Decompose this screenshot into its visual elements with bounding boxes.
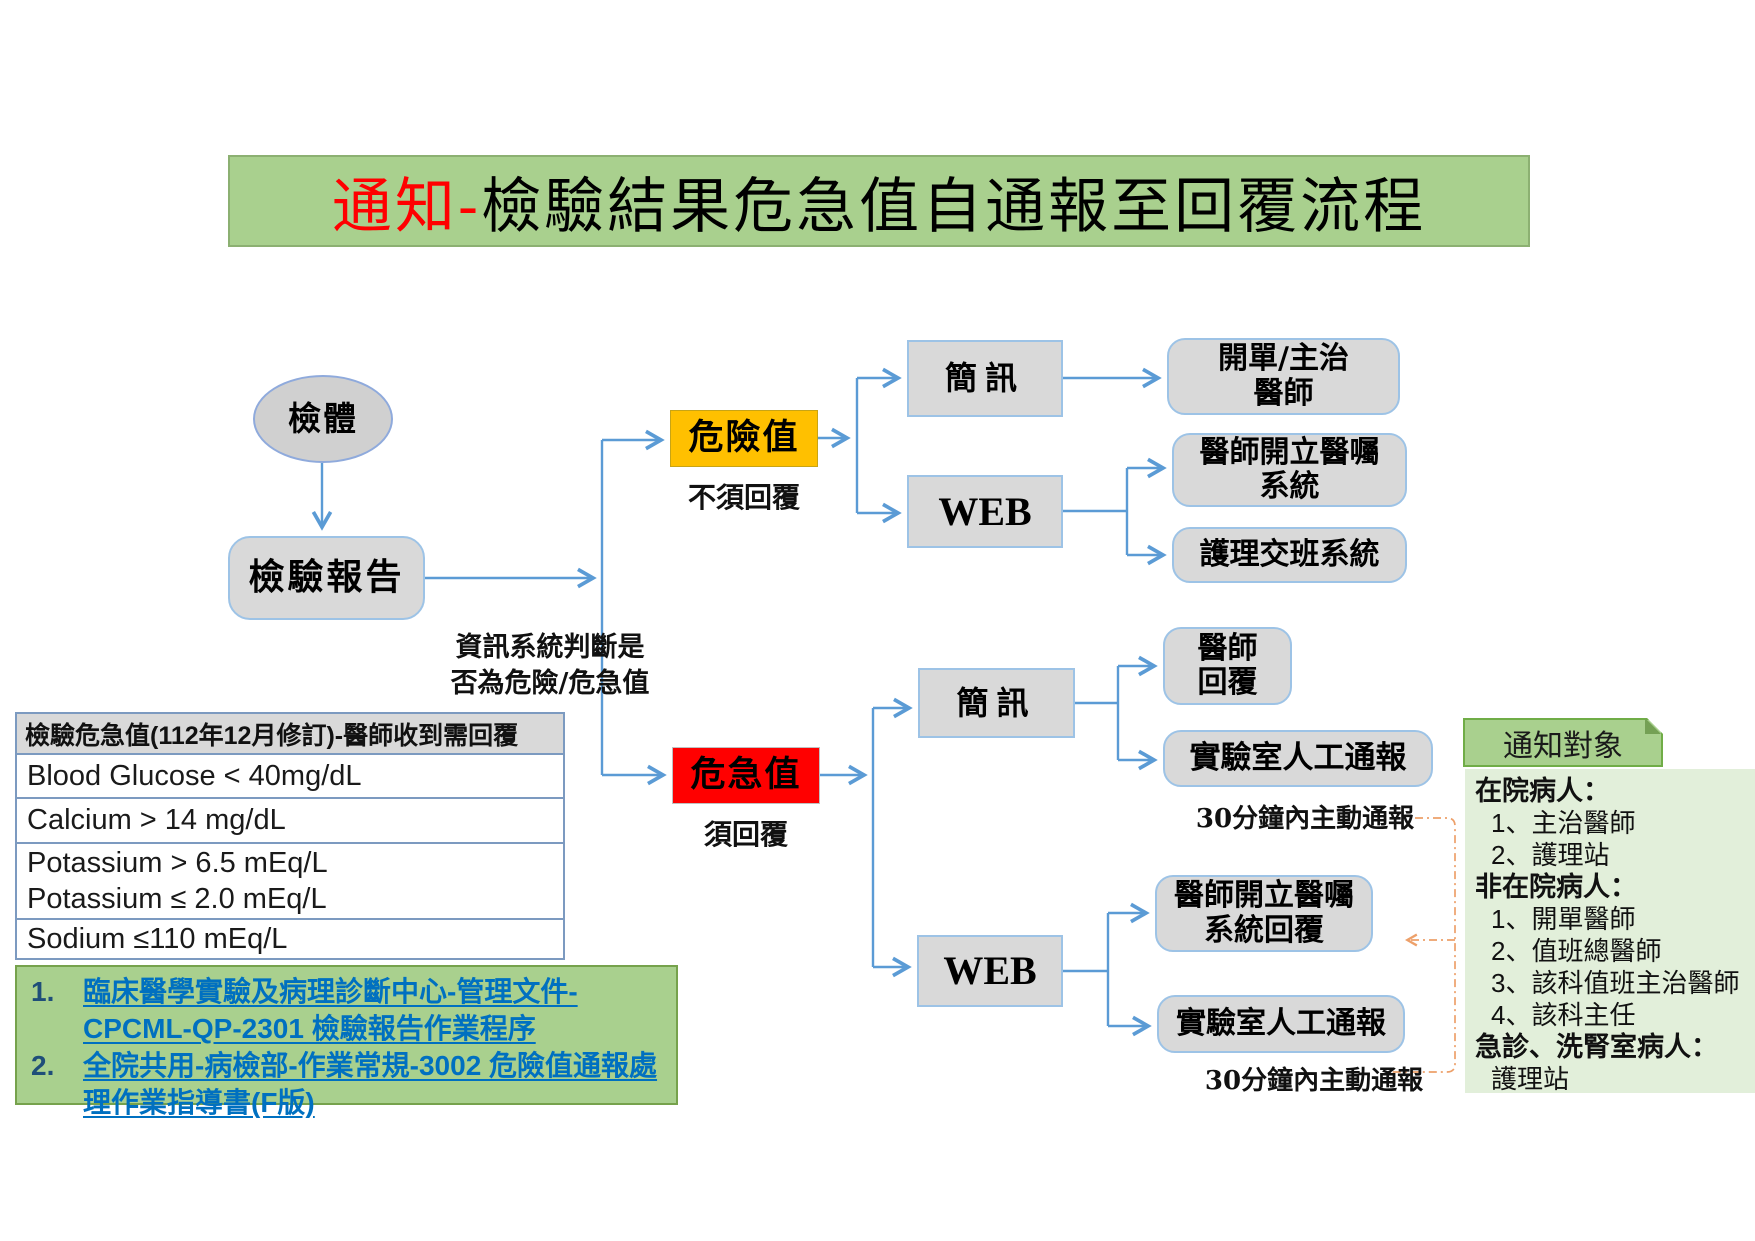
node-danger-value-label: 危險值	[688, 417, 800, 459]
node-critical-value: 危急值	[672, 747, 820, 804]
node-nursing-handover-label: 護理交班系統	[1199, 536, 1380, 572]
node-physician-order-system: 醫師開立醫囑 系統	[1172, 433, 1407, 507]
slide-title: 通知-檢驗結果危急值自通報至回覆流程	[228, 155, 1530, 247]
node-lab-report: 檢驗報告	[228, 536, 425, 620]
node-web-critical: WEB	[917, 935, 1063, 1007]
node-web-danger-label: WEB	[938, 488, 1032, 534]
table-cell-calcium: Calcium > 14 mg/dL	[27, 804, 286, 836]
node-ordering-attending-line1: 開單/主治	[1218, 341, 1349, 376]
table-row-calcium: Calcium > 14 mg/dL	[17, 799, 563, 844]
node-physician-order-system-line2: 系統	[1259, 469, 1320, 504]
notify-group-inpatient: 在院病人：	[1475, 776, 1610, 806]
note-system-judgement: 資訊系統判斷是 否為危險/危急值	[398, 630, 702, 702]
node-lab-report-label: 檢驗報告	[248, 556, 405, 599]
note-no-reply-needed: 不須回覆	[687, 481, 800, 514]
table-row-sodium: Sodium ≤110 mEq/L	[17, 920, 563, 958]
table-row-potassium: Potassium > 6.5 mEq/L Potassium ≤ 2.0 mE…	[17, 844, 563, 920]
node-sms-danger-label: 簡訊	[944, 359, 1025, 398]
reference-1-link[interactable]: 臨床醫學實驗及病理診斷中心-管理文件-CPCML-QP-2301 檢驗報告作業程…	[83, 976, 578, 1044]
node-web-critical-label: WEB	[943, 948, 1037, 993]
node-lab-manual-notify-sms: 實驗室人工通報	[1163, 730, 1433, 787]
node-order-system-reply: 醫師開立醫囑 系統回覆	[1155, 875, 1373, 952]
table-cell-potassium-high: Potassium > 6.5 mEq/L	[27, 847, 328, 879]
node-lab-manual-notify-web: 實驗室人工通報	[1157, 995, 1405, 1053]
reference-2-link[interactable]: 全院共用-病檢部-作業常規-3002 危險值通報處理作業指導書(F版)	[83, 1050, 658, 1118]
note-30min-notify-sms: 30分鐘內主動通報	[1195, 804, 1415, 834]
node-sms-critical-label: 簡訊	[956, 683, 1037, 722]
table-row-glucose: Blood Glucose < 40mg/dL	[17, 755, 563, 799]
title-prefix: 通知-	[331, 171, 482, 242]
note-system-judgement-line2: 否為危險/危急值	[450, 668, 650, 699]
notify-targets-panel: 在院病人： 1、主治醫師 2、護理站 非在院病人： 1、開單醫師 2、值班總醫師…	[1465, 769, 1755, 1094]
table-cell-sodium: Sodium ≤110 mEq/L	[27, 922, 288, 955]
notify-group-non-inpatient: 非在院病人：	[1475, 872, 1637, 902]
notify-item: 2、護理站	[1491, 840, 1610, 870]
notify-item: 護理站	[1491, 1064, 1570, 1094]
critical-value-table-header: 檢驗危急值(112年12月修訂)-醫師收到需回覆	[17, 714, 563, 755]
reference-2-number: 2.	[31, 1050, 55, 1081]
notify-targets-header: 通知對象	[1463, 718, 1663, 767]
notify-item: 1、主治醫師	[1491, 808, 1636, 838]
node-critical-value-label: 危急值	[690, 754, 802, 796]
table-cell-potassium-low: Potassium ≤ 2.0 mEq/L	[27, 883, 327, 915]
node-sms-critical: 簡訊	[918, 668, 1075, 738]
node-specimen: 檢體	[253, 375, 393, 463]
node-sms-danger: 簡訊	[907, 340, 1063, 417]
reference-links-box: 1. 臨床醫學實驗及病理診斷中心-管理文件-CPCML-QP-2301 檢驗報告…	[15, 965, 678, 1118]
note-30min-notify-web: 30分鐘內主動通報	[1204, 1066, 1424, 1096]
node-doctor-reply-line2: 回覆	[1197, 665, 1258, 700]
reference-1-number: 1.	[31, 976, 55, 1007]
note-reply-needed: 須回覆	[703, 818, 788, 851]
critical-value-table: 檢驗危急值(112年12月修訂)-醫師收到需回覆 Blood Glucose <…	[15, 712, 565, 960]
node-ordering-attending-line2: 醫師	[1253, 375, 1314, 411]
node-doctor-reply-line1: 醫師	[1197, 630, 1258, 666]
node-danger-value: 危險值	[670, 410, 818, 467]
node-nursing-handover-system: 護理交班系統	[1172, 527, 1407, 583]
node-web-danger: WEB	[907, 475, 1063, 548]
node-physician-order-system-line1: 醫師開立醫囑	[1199, 434, 1380, 470]
table-cell-glucose: Blood Glucose < 40mg/dL	[27, 759, 362, 792]
notify-item: 4、該科主任	[1491, 1000, 1636, 1030]
note-system-judgement-line1: 資訊系統判斷是	[455, 632, 645, 663]
node-lab-manual-notify-web-label: 實驗室人工通報	[1176, 1005, 1386, 1041]
node-doctor-reply: 醫師 回覆	[1163, 627, 1292, 705]
notify-group-er-dialysis: 急診、洗腎室病人：	[1475, 1032, 1718, 1062]
notify-targets-fold-corner	[1645, 718, 1661, 734]
title-text: 檢驗結果危急值自通報至回覆流程	[481, 171, 1427, 242]
notify-item: 2、值班總醫師	[1491, 936, 1662, 966]
reference-item-2: 2. 全院共用-病檢部-作業常規-3002 危險值通報處理作業指導書(F版)	[31, 1047, 668, 1121]
node-lab-manual-notify-sms-label: 實驗室人工通報	[1189, 739, 1407, 776]
node-order-system-reply-line1: 醫師開立醫囑	[1174, 878, 1354, 913]
node-specimen-label: 檢體	[288, 399, 358, 439]
reference-item-1: 1. 臨床醫學實驗及病理診斷中心-管理文件-CPCML-QP-2301 檢驗報告…	[31, 973, 668, 1047]
notify-item: 3、該科值班主治醫師	[1491, 968, 1740, 998]
node-ordering-attending-physician: 開單/主治 醫師	[1167, 338, 1400, 415]
node-order-system-reply-line2: 系統回覆	[1204, 912, 1324, 948]
notify-item: 1、開單醫師	[1491, 904, 1636, 934]
